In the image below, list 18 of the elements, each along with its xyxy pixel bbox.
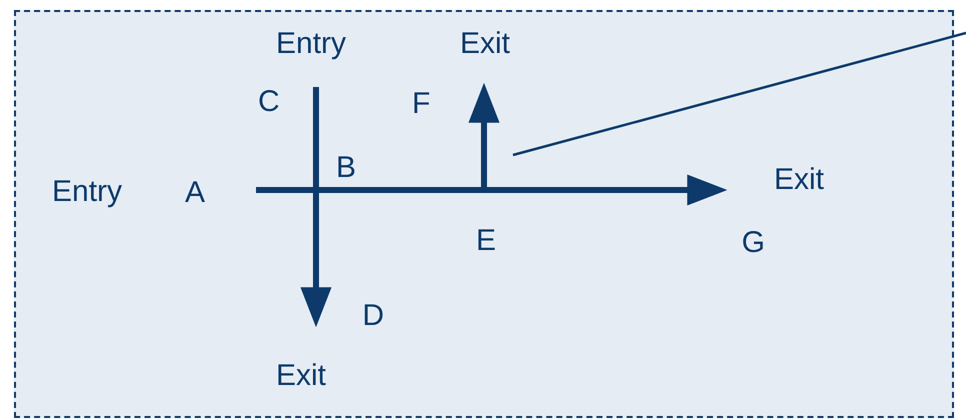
arrow [484, 174, 728, 206]
point-label: D [316, 298, 384, 334]
arrow [300, 190, 332, 328]
point-label: G [725, 190, 765, 258]
connector-line [313, 87, 319, 190]
arrow [468, 82, 500, 190]
endpoint-label: Entry [52, 174, 122, 210]
connector-line [316, 187, 484, 193]
endpoint-label: Exit [276, 358, 326, 394]
point-label: C [258, 84, 316, 120]
endpoint-label: Exit [460, 26, 510, 62]
connector-line [256, 187, 316, 193]
endpoint-label: Exit [774, 162, 824, 198]
point-label: E [468, 190, 504, 256]
point-label: B [316, 146, 356, 190]
point-label: A [185, 172, 256, 214]
point-label: F [412, 85, 484, 123]
endpoint-label: Entry [276, 26, 346, 62]
